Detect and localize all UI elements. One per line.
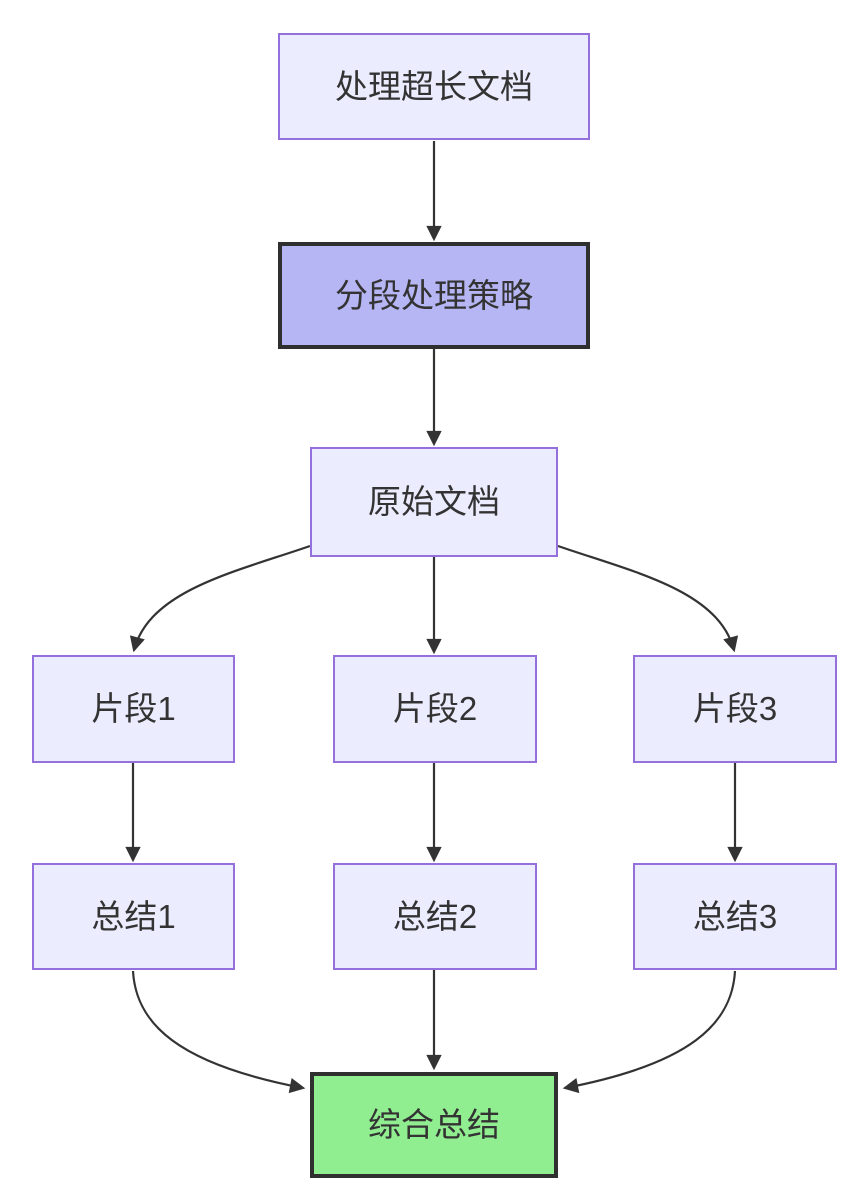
node-final-summary-label: 综合总结 (368, 1106, 500, 1144)
node-summary-2-label: 总结2 (392, 897, 478, 935)
node-summary-1-label: 总结1 (91, 897, 176, 935)
node-summary-3-label: 总结3 (692, 897, 778, 935)
node-fragment-3-label: 片段3 (692, 690, 778, 728)
edge-original-frag1 (129, 544, 311, 653)
node-process-long-doc-label: 处理超长文档 (335, 67, 533, 105)
node-summary-2: 总结2 (333, 863, 537, 970)
edge-sum3-final (562, 970, 737, 1094)
node-fragment-2-label: 片段2 (392, 690, 478, 728)
node-process-long-doc: 处理超长文档 (278, 33, 590, 140)
node-fragment-3: 片段3 (633, 655, 837, 763)
node-original-doc-label: 原始文档 (368, 483, 500, 521)
edge-original-frag3 (557, 544, 739, 653)
node-segmentation-strategy-label: 分段处理策略 (335, 276, 533, 314)
node-final-summary: 综合总结 (310, 1072, 558, 1178)
node-original-doc: 原始文档 (310, 447, 558, 557)
node-fragment-1-label: 片段1 (91, 690, 176, 728)
node-fragment-1: 片段1 (32, 655, 235, 763)
node-summary-3: 总结3 (633, 863, 837, 970)
node-fragment-2: 片段2 (333, 655, 537, 763)
node-summary-1: 总结1 (32, 863, 235, 970)
node-segmentation-strategy: 分段处理策略 (278, 242, 590, 349)
edge-sum1-final (131, 970, 306, 1094)
